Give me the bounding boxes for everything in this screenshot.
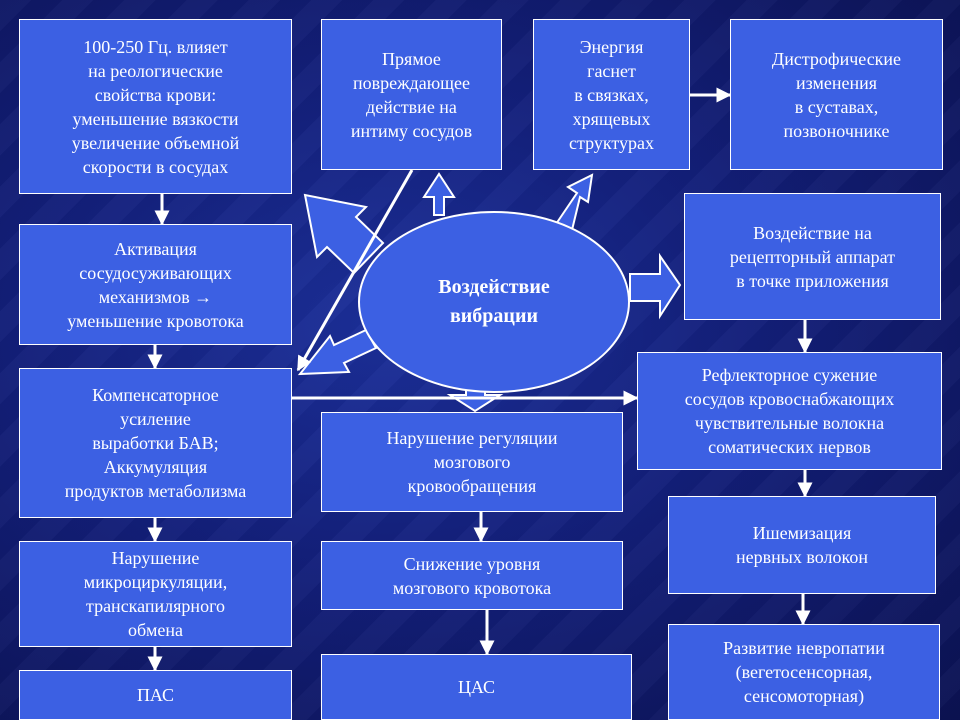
box-intima: Прямое повреждающее действие на интиму с… [321,19,502,170]
block-arrow-up-right [554,173,594,232]
box-rheology: 100-250 Гц. влияет на реологические свой… [19,19,292,194]
box-reflex: Рефлекторное сужение сосудов кровоснабжа… [637,352,942,470]
box-pas: ПАС [19,670,292,720]
box-ischemia: Ишемизация нервных волокон [668,496,936,594]
box-decrease: Снижение уровня мозгового кровотока [321,541,623,610]
block-arrow-up [422,172,456,216]
center-vibration-impact: Воздействие вибрации [358,211,630,393]
block-arrow-down-left [297,328,378,376]
arrow-intima-to-compensatory [296,169,414,372]
box-compensatory: Компенсаторное усиление выработки БАВ; А… [19,368,292,518]
box-neuropathy: Развитие невропатии (вегетосенсорная, се… [668,624,940,720]
box-cas: ЦАС [321,654,632,720]
box-dystrophic: Дистрофические изменения в суставах, поз… [730,19,943,170]
box-receptor: Воздействие на рецепторный аппарат в точ… [684,193,941,320]
box-energy: Энергия гаснет в связках, хрящевых струк… [533,19,690,170]
box-microcirculation: Нарушение микроциркуляции, транскапилярн… [19,541,292,647]
box-regulation: Нарушение регуляции мозгового кровообращ… [321,412,623,512]
box-activation: Активация сосудосуживающих механизмов → … [19,224,292,345]
block-arrow-right [629,252,682,320]
